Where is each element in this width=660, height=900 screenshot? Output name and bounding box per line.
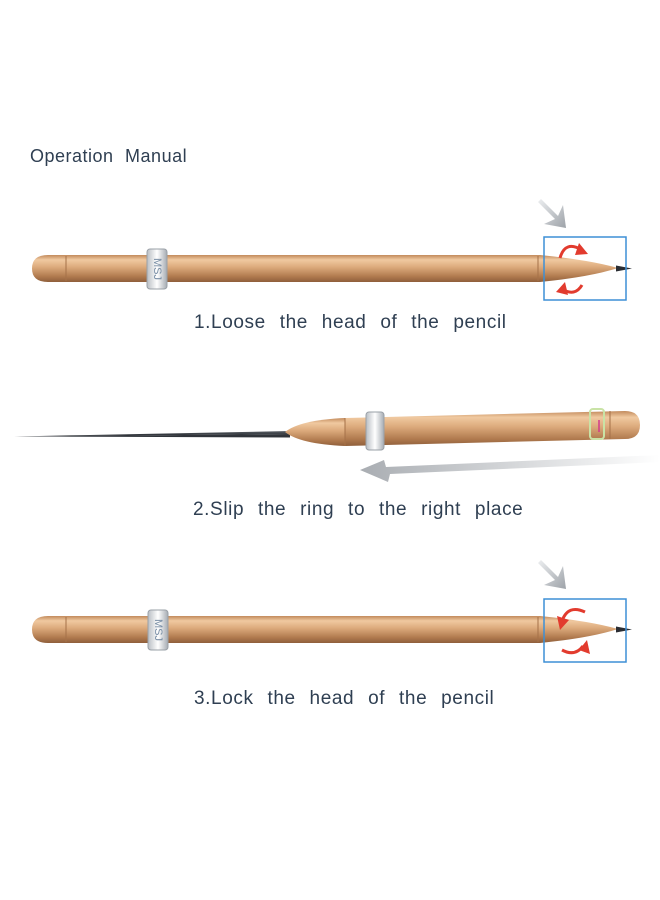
svg-text:MSJ: MSJ bbox=[152, 619, 164, 641]
pointer-arrow-icon bbox=[538, 560, 566, 589]
rotation-arrow-icon bbox=[556, 243, 588, 295]
pencil-body bbox=[32, 255, 618, 282]
pencil-body bbox=[32, 616, 618, 643]
head-highlight-box bbox=[543, 598, 627, 663]
pencil-body bbox=[345, 411, 640, 446]
pencil-ring bbox=[365, 411, 385, 451]
pencil-1: MSJ bbox=[32, 199, 632, 301]
pencil-ring: MSJ bbox=[146, 248, 168, 290]
pointer-arrow-icon bbox=[538, 199, 566, 228]
ring-origin-marker bbox=[589, 408, 605, 440]
step-2-caption: 2.Slip the ring to the right place bbox=[193, 499, 524, 520]
pencil-lead bbox=[14, 431, 290, 437]
head-highlight-box bbox=[543, 236, 627, 301]
pencil-lead-tip bbox=[616, 626, 632, 633]
pencil-ring: MSJ bbox=[147, 609, 169, 651]
pencil-cone bbox=[285, 418, 345, 446]
pencil-3: MSJ bbox=[32, 560, 632, 663]
step-1-caption: 1.Loose the head of the pencil bbox=[194, 312, 507, 333]
manual-title: Operation Manual bbox=[30, 146, 188, 166]
step-3-caption: 3.Lock the head of the pencil bbox=[194, 688, 495, 709]
svg-text:MSJ: MSJ bbox=[151, 258, 163, 280]
pencil-lead-tip bbox=[616, 265, 632, 272]
slide-arrow-icon bbox=[360, 455, 660, 482]
rotation-arrow-icon bbox=[557, 608, 590, 655]
pencil-2 bbox=[14, 408, 660, 482]
